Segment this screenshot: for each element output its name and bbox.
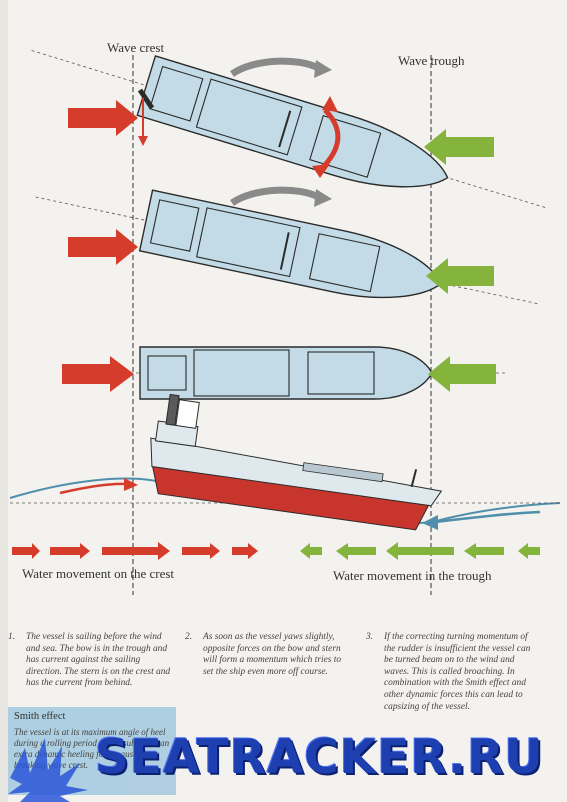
caption-2: 2. As soon as the vessel yaws slightly, …: [185, 632, 353, 678]
water-trough-label: Water movement in the trough: [333, 568, 492, 583]
green-arrow-2: [426, 258, 494, 294]
rudder: [137, 88, 155, 110]
ship-4: [150, 393, 443, 531]
trough-current-arrow: [434, 510, 541, 524]
smith-effect-title: Smith effect: [14, 711, 66, 722]
page-edge: [0, 0, 8, 802]
caption-1-number: 1.: [8, 632, 16, 642]
caption-1-text: The vessel is sailing before the wind an…: [26, 632, 171, 689]
water-crest-label: Water movement on the crest: [22, 566, 175, 581]
crest-water-arrows: [12, 542, 258, 560]
red-arrow-1: [68, 100, 138, 136]
wave-crest-label: Wave crest: [107, 40, 165, 55]
caption-2-number: 2.: [185, 632, 193, 642]
caption-1: 1. The vessel is sailing before the wind…: [8, 632, 176, 690]
wave-trough-label: Wave trough: [398, 53, 465, 68]
red-arrow-3: [62, 356, 134, 392]
caption-2-text: As soon as the vessel yaws slightly, opp…: [203, 632, 342, 677]
caption-3: 3. If the correcting turning momentum of…: [366, 632, 534, 713]
yaw-arrow-2: [230, 186, 320, 206]
caption-3-text: If the correcting turning momentum of th…: [384, 632, 531, 712]
green-arrow-1: [424, 129, 494, 165]
watermark-text: SEATRACKER.RU: [95, 730, 544, 785]
crest-current-arrow: [59, 482, 129, 495]
caption-3-number: 3.: [366, 632, 374, 642]
bow-turn-arrow: [320, 108, 341, 170]
ship-1: [31, 50, 549, 209]
red-arrow-2: [68, 229, 138, 265]
trough-water-arrows: [300, 542, 540, 560]
watermark-splash: [8, 738, 88, 802]
yaw-arrow-1: [230, 57, 320, 77]
green-arrow-3: [428, 356, 496, 392]
